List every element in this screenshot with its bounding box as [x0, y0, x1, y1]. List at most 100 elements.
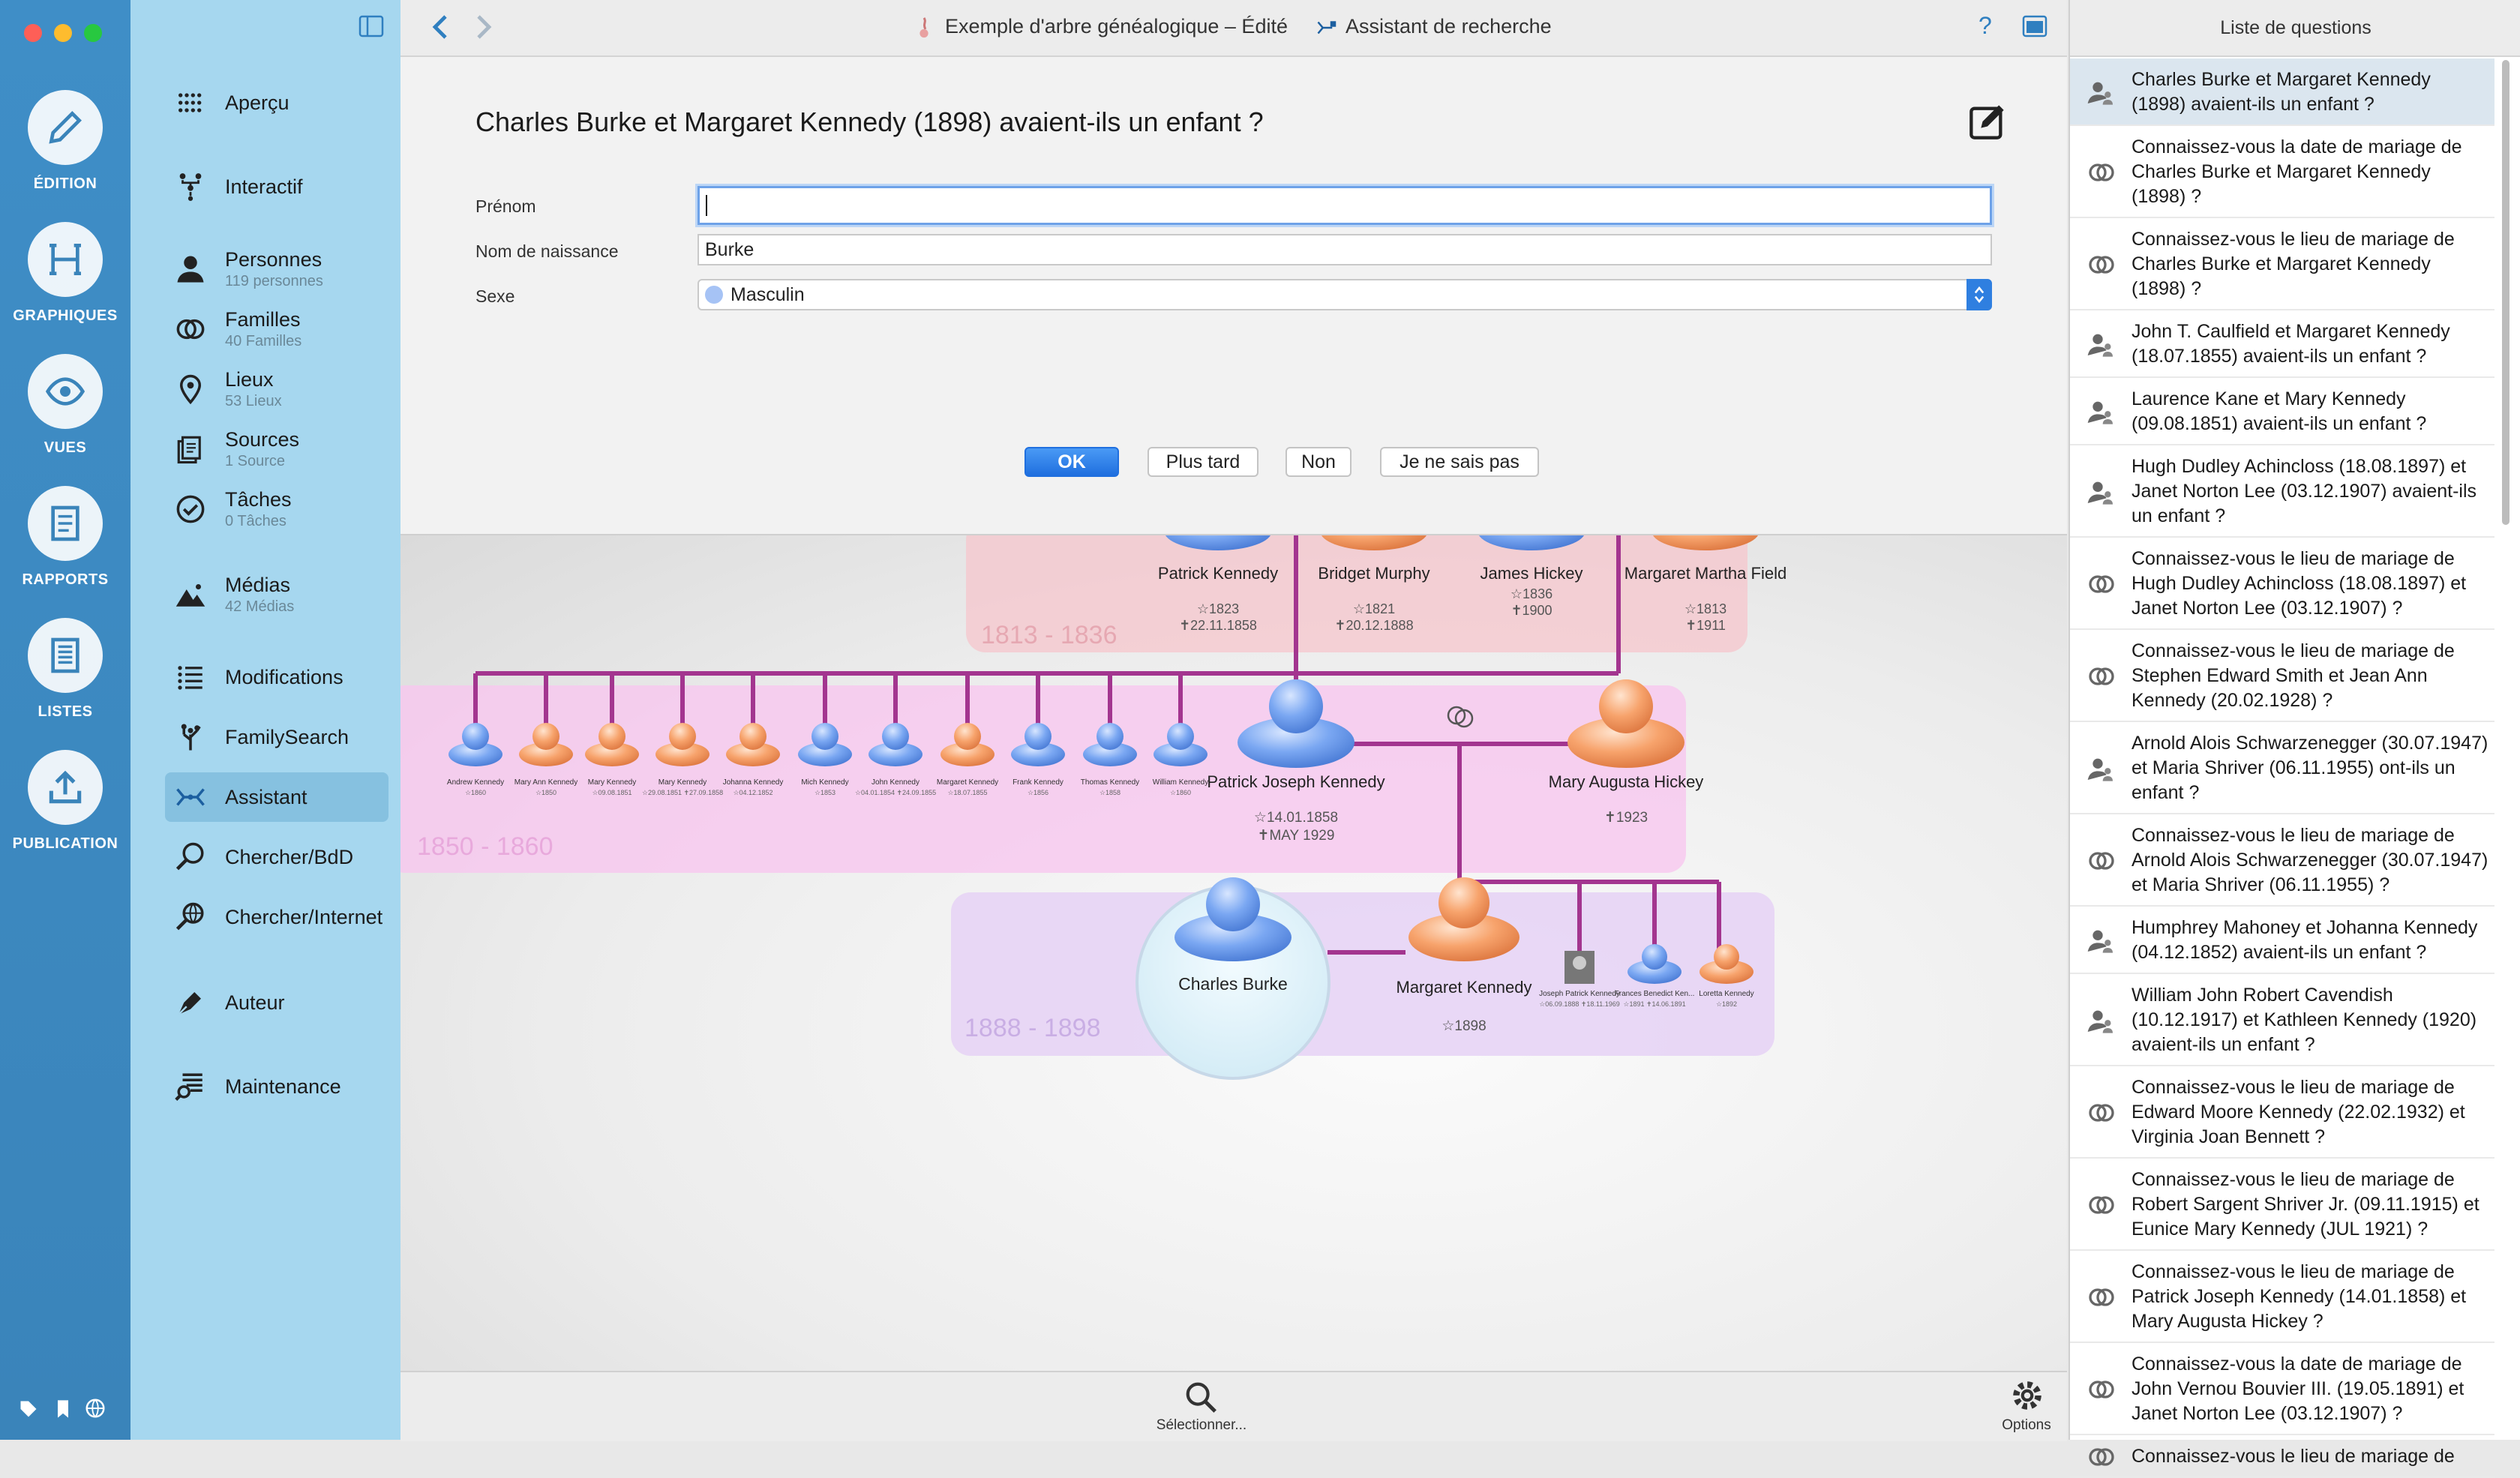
- sidebar-item-auteur[interactable]: Auteur: [168, 978, 388, 1027]
- grandchild-person-node[interactable]: Joseph Patrick Kennedy☆06.09.1888 ✝18.11…: [1539, 951, 1620, 1008]
- question-item[interactable]: Connaissez-vous le lieu de mariage de St…: [2070, 630, 2494, 722]
- person-node[interactable]: Patrick Joseph Kennedy ☆14.01.1858 ✝MAY …: [1207, 679, 1385, 844]
- select-stepper-icon[interactable]: [1966, 279, 1992, 310]
- person-name: Mary Kennedy: [658, 778, 706, 787]
- question-item[interactable]: Arnold Alois Schwarzenegger (30.07.1947)…: [2070, 722, 2494, 814]
- forward-chevron-icon[interactable]: [476, 13, 494, 44]
- options-label[interactable]: Options: [2002, 1417, 2051, 1433]
- child-person-node[interactable]: Thomas Kennedy☆1858: [1081, 723, 1139, 796]
- dont-know-button[interactable]: Je ne sais pas: [1380, 447, 1539, 477]
- bookmark-icon[interactable]: [52, 1399, 74, 1425]
- close-window-button[interactable]: [24, 24, 42, 42]
- grandchild-person-node[interactable]: Frances Benedict Ken...☆1891 ✝14.06.1891: [1615, 944, 1695, 1008]
- rail-edition-button[interactable]: ÉDITION: [0, 90, 130, 193]
- question-item[interactable]: Connaissez-vous la date de mariage de Ch…: [2070, 126, 2494, 218]
- sidebar-item-label: Maintenance: [225, 1075, 341, 1098]
- no-button[interactable]: Non: [1286, 447, 1352, 477]
- child-person-node[interactable]: Johanna Kennedy☆04.12.1852: [723, 723, 784, 796]
- question-item[interactable]: Connaissez-vous le lieu de mariage de Ch…: [2070, 218, 2494, 310]
- child-person-node[interactable]: Mary Kennedy☆09.08.1851: [585, 723, 639, 796]
- person-node[interactable]: Bridget Murphy ☆1821 ✝20.12.1888: [1318, 535, 1430, 633]
- person-node[interactable]: Mary Augusta Hickey ✝1923: [1549, 679, 1704, 826]
- web-icon[interactable]: [84, 1397, 106, 1425]
- scrollbar-thumb[interactable]: [2502, 60, 2510, 525]
- sidebar-item-maintenance[interactable]: Maintenance: [168, 1062, 388, 1111]
- later-button[interactable]: Plus tard: [1148, 447, 1258, 477]
- back-chevron-icon[interactable]: [430, 13, 448, 44]
- rail-rapports-button[interactable]: RAPPORTS: [0, 486, 130, 589]
- question-item[interactable]: Hugh Dudley Achincloss (18.08.1897) et J…: [2070, 445, 2494, 538]
- eye-icon: [28, 354, 103, 429]
- sidebar-item-apercu[interactable]: Aperçu: [168, 78, 388, 127]
- gear-icon[interactable]: [2008, 1377, 2046, 1418]
- rail-vues-button[interactable]: VUES: [0, 354, 130, 457]
- rail-publication-button[interactable]: PUBLICATION: [0, 750, 130, 853]
- chart-tree-icon: [28, 222, 103, 297]
- question-item[interactable]: William John Robert Cavendish (10.12.191…: [2070, 974, 2494, 1066]
- grandchild-person-node[interactable]: Loretta Kennedy☆1892: [1699, 944, 1754, 1008]
- child-question-icon: [2086, 329, 2116, 359]
- question-item[interactable]: Humphrey Mahoney et Johanna Kennedy (04.…: [2070, 907, 2494, 974]
- rail-graphiques-button[interactable]: GRAPHIQUES: [0, 222, 130, 325]
- child-person-node[interactable]: Mary Ann Kennedy☆1850: [514, 723, 578, 796]
- toggle-sidebar-icon[interactable]: [358, 15, 384, 41]
- sidebar-item-interactif[interactable]: Interactif: [168, 162, 388, 211]
- person-date: ☆1821: [1353, 601, 1395, 616]
- person-node-selected[interactable]: Charles Burke: [1136, 877, 1330, 1080]
- marriage-question-icon: [2086, 846, 2116, 876]
- person-node[interactable]: James Hickey ☆1836 ✝1900: [1478, 535, 1586, 618]
- sidebar-item-modifications[interactable]: Modifications: [168, 652, 388, 702]
- question-item[interactable]: Connaissez-vous le lieu de mariage de Ro…: [2070, 1159, 2494, 1251]
- ok-button[interactable]: OK: [1024, 447, 1119, 477]
- tag-icon[interactable]: [18, 1399, 39, 1425]
- help-icon[interactable]: ?: [1978, 12, 1992, 39]
- search-icon[interactable]: [1184, 1380, 1218, 1418]
- edit-icon[interactable]: [1968, 102, 2007, 145]
- child-person-node[interactable]: Frank Kennedy☆1856: [1011, 723, 1065, 796]
- sidebar-item-familysearch[interactable]: FamilySearch: [168, 712, 388, 762]
- sidebar-item-chercher-bdd[interactable]: Chercher/BdD: [168, 832, 388, 882]
- person-node[interactable]: Patrick Kennedy ☆1823 ✝22.11.1858: [1158, 535, 1278, 633]
- question-item[interactable]: Connaissez-vous le lieu de mariage de Ed…: [2070, 1066, 2494, 1159]
- sidebar-item-chercher-internet[interactable]: Chercher/Internet: [168, 892, 388, 942]
- maintenance-icon: [171, 1067, 210, 1106]
- question-text: Hugh Dudley Achincloss (18.08.1897) et J…: [2132, 456, 2477, 526]
- question-item[interactable]: Connaissez-vous le lieu de mariage de Ar…: [2070, 814, 2494, 907]
- person-node[interactable]: Margaret Martha Field ☆1813 ✝1911: [1624, 535, 1786, 633]
- question-item[interactable]: John T. Caulfield et Margaret Kennedy (1…: [2070, 310, 2494, 378]
- question-item[interactable]: Laurence Kane et Mary Kennedy (09.08.185…: [2070, 378, 2494, 445]
- marriage-rings-icon[interactable]: [1447, 706, 1474, 728]
- assistant-icon: [171, 778, 210, 817]
- question-item[interactable]: Connaissez-vous le lieu de mariage de Pa…: [2070, 1251, 2494, 1343]
- question-text: Connaissez-vous le lieu de mariage de Hu…: [2132, 548, 2467, 619]
- minimize-window-button[interactable]: [54, 24, 72, 42]
- question-item[interactable]: Charles Burke et Margaret Kennedy (1898)…: [2070, 58, 2494, 126]
- zoom-window-button[interactable]: [84, 24, 102, 42]
- person-node[interactable]: Margaret Kennedy ☆1898: [1396, 877, 1532, 1034]
- question-item[interactable]: Connaissez-vous le lieu de mariage de Hu…: [2070, 538, 2494, 630]
- generation-band: [966, 535, 1748, 652]
- sidebar-item-assistant[interactable]: Assistant: [165, 772, 388, 822]
- child-person-node[interactable]: Margaret Kennedy☆18.07.1855: [937, 723, 998, 796]
- question-item[interactable]: Connaissez-vous le lieu de mariage de: [2070, 1435, 2494, 1478]
- question-list-scrollbar[interactable]: [2499, 55, 2512, 1440]
- child-person-node[interactable]: Mary Kennedy☆29.08.1851 ✝27.09.1858: [642, 723, 723, 796]
- select-label[interactable]: Sélectionner...: [1156, 1417, 1247, 1433]
- child-person-node[interactable]: John Kennedy☆04.01.1854 ✝24.09.1855: [855, 723, 936, 796]
- birth-name-input[interactable]: Burke: [698, 234, 1992, 265]
- family-tree-canvas[interactable]: 1813 - 1836 1850 - 1860 1888 - 1898 Patr…: [400, 535, 2067, 1371]
- panel-toggle-icon[interactable]: [2022, 15, 2048, 41]
- rail-listes-button[interactable]: LISTES: [0, 618, 130, 721]
- child-person-node[interactable]: Andrew Kennedy☆1860: [447, 723, 504, 796]
- sex-select[interactable]: Masculin: [698, 279, 1992, 310]
- question-item[interactable]: Connaissez-vous la date de mariage de Jo…: [2070, 1343, 2494, 1435]
- child-person-node[interactable]: William Kennedy☆1860: [1153, 723, 1208, 796]
- child-person-node[interactable]: Mich Kennedy☆1853: [798, 723, 852, 796]
- first-name-input[interactable]: [698, 186, 1992, 225]
